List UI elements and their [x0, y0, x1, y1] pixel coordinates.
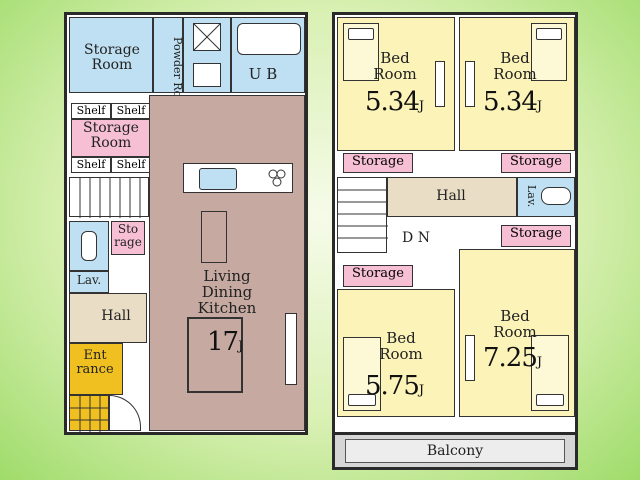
closet-bar-2	[465, 61, 475, 107]
washing-machine-icon	[193, 23, 221, 51]
bedroom-2-label: Bed Room	[493, 49, 537, 83]
bed-4	[531, 335, 569, 411]
shelf-1: Shelf	[71, 103, 111, 119]
powder-room-label: Powder Room	[171, 37, 184, 115]
bathtub-icon	[237, 23, 301, 55]
stairs-2f	[337, 177, 388, 253]
bedroom-1-label: Bed Room	[373, 49, 417, 83]
bedroom-2-size: 5.34J	[483, 87, 542, 117]
dining-table	[201, 211, 227, 263]
sink-icon	[193, 63, 221, 87]
ub-label: U B	[248, 65, 278, 83]
lav-2f-label: Lav.	[525, 185, 538, 208]
dn-label: D N	[402, 230, 430, 246]
entrance	[69, 343, 123, 395]
ldk-size: 17J	[207, 327, 243, 357]
hall-2f-label: Hall	[436, 188, 466, 204]
balcony-inner	[345, 439, 565, 463]
hall-1f-label: Hall	[101, 308, 131, 324]
storage-2f-2: Storage	[501, 153, 571, 173]
toilet-icon	[81, 231, 97, 261]
storage-small	[111, 221, 145, 255]
shelf-4: Shelf	[111, 157, 151, 173]
shelf-2: Shelf	[111, 103, 151, 119]
stove-icon	[267, 168, 287, 188]
shelf-3: Shelf	[71, 157, 111, 173]
sink-kitchen-icon	[199, 168, 237, 190]
hall-1f	[69, 293, 147, 343]
hall-2f	[387, 177, 517, 217]
lavatory-1f	[69, 271, 109, 293]
floor-plan-1f: Storage Room Powder Room U B Shelf Shelf…	[64, 12, 308, 435]
balcony: Balcony	[332, 432, 578, 470]
stairs-1f	[69, 177, 149, 218]
storage-2f-4: Storage	[343, 265, 413, 287]
storage-small-label: Sto rage	[114, 222, 142, 249]
ldk	[149, 95, 305, 431]
ldk-label: Living Dining Kitchen	[197, 267, 257, 317]
sofa	[187, 317, 243, 393]
closet-bar-1	[435, 61, 445, 107]
powder-room	[153, 17, 183, 93]
bed-3	[343, 337, 381, 411]
tv-stand	[285, 313, 297, 385]
entrance-door	[109, 395, 141, 431]
bed-2	[531, 23, 567, 81]
lav-1f-label: Lav.	[76, 273, 102, 287]
entrance-tiles	[69, 395, 110, 432]
storage-2f-1: Storage	[343, 153, 413, 173]
bedroom-4-label: Bed Room	[493, 307, 537, 341]
closet-bar-4	[465, 335, 475, 381]
toilet-2f-icon	[541, 187, 571, 205]
bedroom-1-size: 5.34J	[365, 87, 424, 117]
entrance-label: Ent rance	[76, 348, 114, 377]
storage-2f-3: Storage	[501, 225, 571, 247]
bedroom-3-size: 5.75J	[365, 371, 424, 401]
storage-room-top-label: Storage Room	[84, 42, 140, 73]
storage-room-top	[69, 17, 153, 93]
bedroom-4-size: 7.25J	[483, 343, 542, 373]
balcony-label: Balcony	[426, 443, 484, 459]
bed-1	[343, 23, 379, 81]
storage-room-mid-label: Storage Room	[83, 120, 139, 151]
bedroom-3-label: Bed Room	[379, 329, 423, 363]
floor-plan-2f: Bed Room 5.34J Bed Room 5.34J Storage St…	[332, 12, 578, 435]
